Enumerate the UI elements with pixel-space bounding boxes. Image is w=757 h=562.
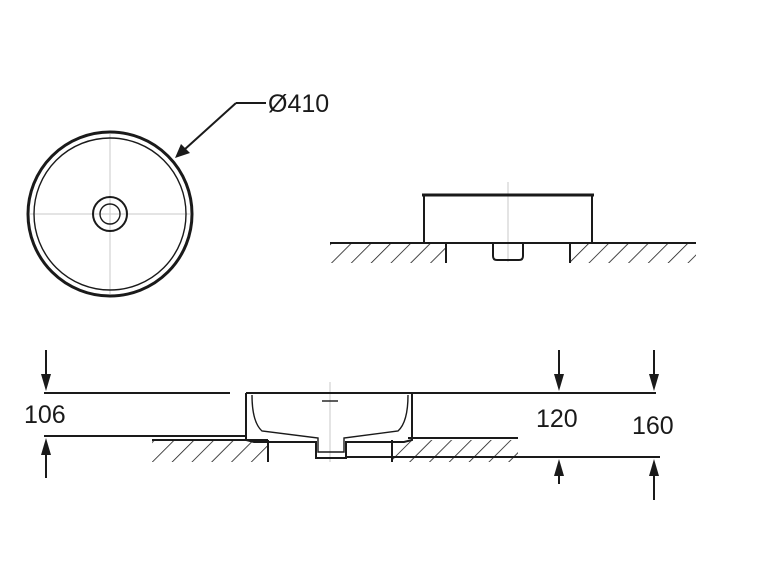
- diameter-arrowhead: [175, 144, 190, 158]
- side-view-counter-hatch-left: [330, 243, 446, 263]
- top-view: [26, 130, 194, 298]
- section-basin-outer: [245, 393, 413, 459]
- diameter-leader-diagonal: [183, 102, 237, 151]
- dim-106-arrowhead-bottom: [41, 438, 51, 455]
- dim-106-label: 106: [24, 401, 66, 429]
- dim-160-label: 160: [632, 412, 674, 440]
- basin-outer-rim: [26, 130, 194, 298]
- dim-120-label: 120: [536, 405, 578, 433]
- dim-160-arrowhead-bottom: [649, 459, 659, 476]
- side-view-drain: [492, 243, 524, 261]
- dim-120-arrowhead-top: [554, 374, 564, 391]
- side-view-counter-hatch-right: [570, 243, 696, 263]
- diameter-callout: Ø410: [175, 90, 329, 158]
- diameter-label: Ø410: [268, 90, 329, 118]
- section-counter-hatch-right: [392, 440, 518, 462]
- basin-inner-rim: [33, 137, 187, 291]
- dim-120-arrowhead-bottom: [554, 459, 564, 476]
- section-basin-inner: [251, 394, 409, 453]
- drain-inner: [99, 203, 121, 225]
- drain-outer: [92, 196, 128, 232]
- section-counter-hatch-left: [152, 440, 268, 462]
- dim-160-arrowhead-top: [649, 374, 659, 391]
- side-view: [330, 182, 696, 263]
- dim-106-arrowhead-top: [41, 374, 51, 391]
- section-view: 106 120 160: [24, 350, 674, 500]
